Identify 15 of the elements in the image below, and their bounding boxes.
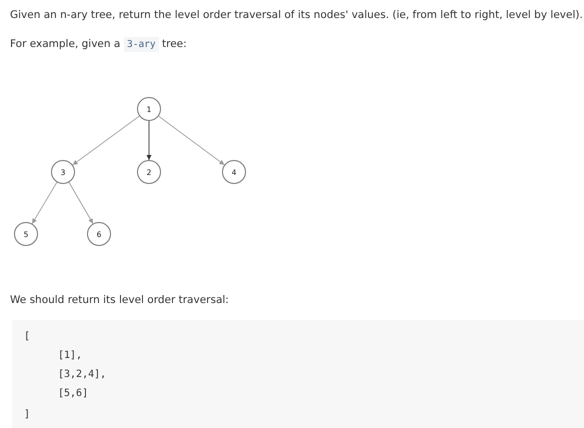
inline-code: 3-ary	[124, 37, 159, 52]
code-line: [3,2,4],	[58, 368, 106, 381]
arrow	[158, 116, 225, 166]
arrow	[68, 182, 94, 224]
paragraph-text: tree:	[162, 37, 187, 51]
code-line: [1],	[58, 349, 82, 362]
code-line: [	[24, 330, 30, 343]
arrow	[146, 120, 152, 160]
paragraph-text: Given an n-ary tree, return the level order traversal of its nodes' values. (ie, from left to right, level by level).	[10, 8, 583, 22]
code-line: ]	[24, 408, 30, 421]
arrow	[72, 116, 140, 166]
paragraph-text: We should return its level order traversal:	[10, 293, 229, 307]
code-line: [5,6]	[58, 387, 88, 400]
arrow	[32, 182, 58, 224]
paragraph-text: For example, given a	[10, 37, 120, 51]
